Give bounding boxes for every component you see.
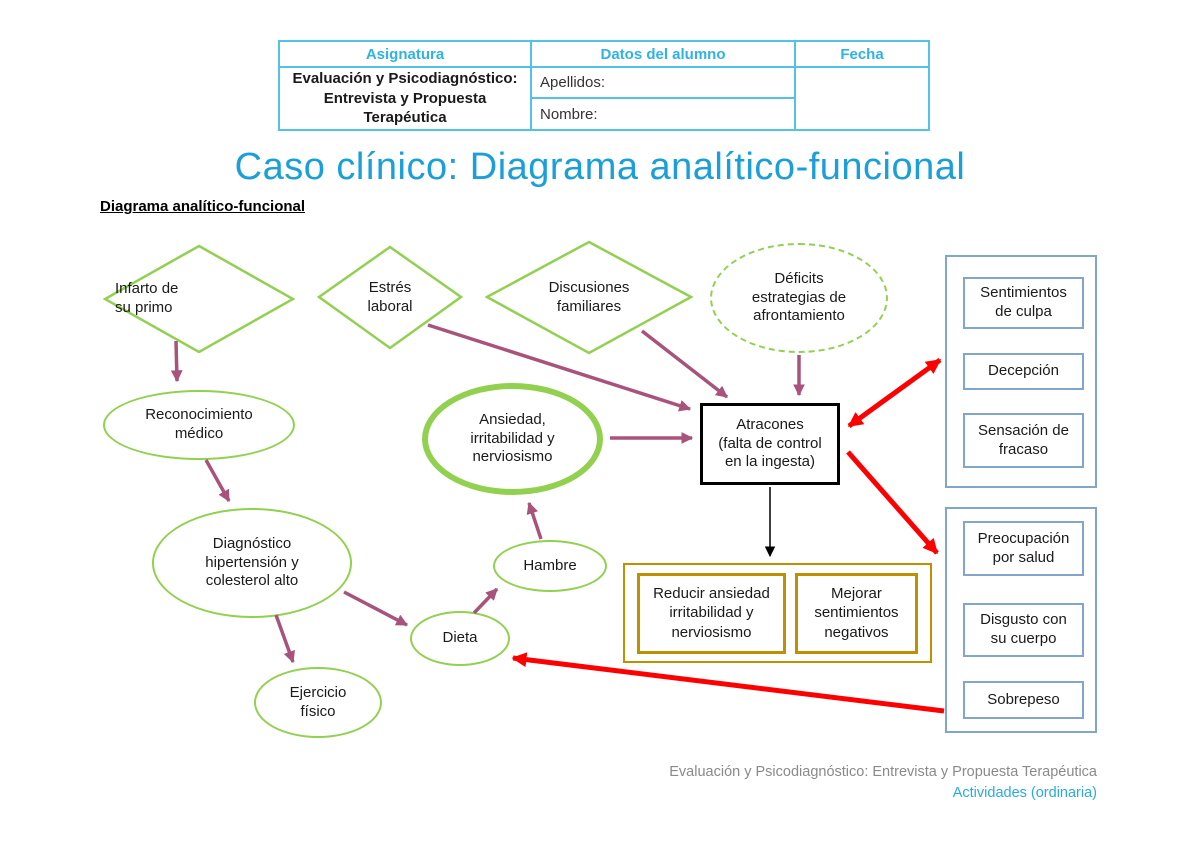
arrow-atracones-emocionales-bidirectional [847, 357, 942, 429]
header-datos-alumno: Datos del alumno [532, 42, 796, 68]
apellidos-label: Apellidos: [532, 68, 796, 99]
fecha-cell [796, 68, 928, 129]
diamond-shape [103, 244, 295, 354]
box-sensacion-fracaso: Sensación de fracaso [963, 413, 1084, 468]
header-asignatura: Asignatura [280, 42, 532, 68]
node-diagnostico-hipertension: Diagnóstico hipertensión y colesterol al… [152, 508, 352, 618]
header-fecha: Fecha [796, 42, 928, 68]
objective-reducir-ansiedad: Reducir ansiedad irritabilidad y nervios… [637, 572, 786, 654]
node-label: Discusiones familiares [548, 278, 630, 315]
node-hambre: Hambre [493, 540, 607, 592]
header-table: Asignatura Datos del alumno Fecha Evalua… [278, 40, 930, 131]
box-sentimientos-culpa: Sentimientos de culpa [963, 277, 1084, 329]
footer-activity: Actividades (ordinaria) [952, 785, 1097, 802]
arrow-sobrepeso-to-dieta [511, 652, 945, 714]
objectives-group: Reducir ansiedad irritabilidad y nervios… [623, 563, 932, 663]
arrow-hambre-to-ansiedad [526, 501, 543, 540]
objective-mejorar-sentimientos: Mejorar sentimientos negativos [794, 572, 918, 654]
emotional-consequences-group: Sentimientos de culpa Decepción Sensació… [945, 255, 1097, 488]
node-atracones: Atracones (falta de control en la ingest… [700, 403, 840, 485]
node-dieta: Dieta [410, 611, 510, 666]
arrow-diagnostico-to-dieta [343, 590, 409, 627]
node-label: Estrés laboral [367, 278, 413, 315]
node-ansiedad-irritabilidad: Ansiedad, irritabilidad y nerviosismo [422, 383, 603, 495]
box-decepcion: Decepción [963, 353, 1084, 390]
node-estres-laboral: Estrés laboral [317, 245, 463, 350]
node-deficits-afrontamiento: Déficits estrategias de afrontamiento [710, 243, 888, 353]
subject-cell: Evaluación y Psicodiagnóstico: Entrevist… [280, 68, 532, 129]
node-discusiones-familiares: Discusiones familiares [485, 240, 693, 355]
footer-course: Evaluación y Psicodiagnóstico: Entrevist… [669, 764, 1097, 780]
node-reconocimiento-medico: Reconocimiento médico [103, 390, 295, 460]
box-sobrepeso: Sobrepeso [963, 681, 1084, 719]
nombre-label: Nombre: [532, 99, 796, 129]
arrow-diagnostico-to-ejercicio [274, 614, 295, 664]
section-heading: Diagrama analítico-funcional [100, 198, 306, 215]
node-infarto-primo: Infarto de su primo [103, 244, 295, 354]
node-ejercicio-fisico: Ejercicio físico [254, 667, 382, 738]
box-preocupacion-salud: Preocupación por salud [963, 521, 1084, 576]
footer: Evaluación y Psicodiagnóstico: Entrevist… [669, 762, 1097, 804]
arrow-reconocimiento-to-diagnostico [204, 459, 231, 503]
page-title: Caso clínico: Diagrama analítico-funcion… [234, 146, 966, 188]
arrow-atracones-to-fisicas [846, 450, 939, 555]
physical-consequences-group: Preocupación por salud Disgusto con su c… [945, 507, 1097, 733]
node-label: Infarto de su primo [115, 280, 179, 316]
diamond-shape [317, 245, 463, 350]
arrow-dieta-to-hambre [472, 587, 499, 615]
box-disgusto-cuerpo: Disgusto con su cuerpo [963, 603, 1084, 657]
